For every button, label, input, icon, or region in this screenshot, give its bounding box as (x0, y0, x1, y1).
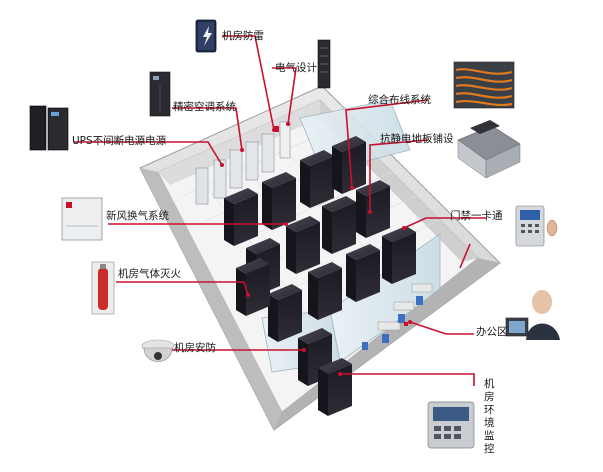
card-reader-icon (515, 205, 558, 247)
raised-floor-tile-icon (457, 120, 521, 179)
label-security: 机房安防 (174, 342, 216, 354)
electrical-cabinet (279, 121, 291, 159)
leader-line-electrical (272, 67, 297, 125)
rack-top (224, 188, 258, 204)
office-chair (362, 342, 368, 350)
label-access-control: 门禁一卡通 (450, 210, 503, 222)
precision-ac-unit-icon (149, 71, 171, 117)
rack-front (392, 232, 416, 284)
label-office: 办公区 (476, 326, 508, 338)
label-env-monitor: 机房环境监控 (484, 378, 495, 455)
rack-side (356, 190, 366, 238)
rack-side (298, 338, 308, 386)
label-lightning-protection: 机房防雷 (222, 30, 264, 42)
rack-front (246, 264, 270, 316)
rack-front (332, 202, 356, 254)
ups-cabinet-1 (213, 159, 227, 199)
rack-top (300, 150, 334, 166)
rack-top (318, 358, 352, 374)
back-wall (158, 100, 320, 185)
rack-side (300, 160, 310, 208)
gas-cylinder-icon (91, 261, 115, 315)
rack-top (286, 216, 320, 232)
office-desk (411, 283, 433, 293)
rack-front (342, 142, 366, 194)
wall-cabinets (195, 121, 291, 205)
label-gas-fire: 机房气体灭火 (118, 268, 181, 280)
label-precision-ac: 精密空调系统 (173, 101, 236, 113)
rack-side (308, 272, 318, 320)
rack-top (268, 284, 302, 300)
rack-top (346, 244, 380, 260)
lightning-module (274, 126, 279, 132)
office-chair (398, 314, 405, 323)
rack-side (318, 368, 328, 416)
ups-cabinet-2 (229, 149, 243, 189)
leader-line-cabling (345, 99, 429, 189)
leader-line-door (459, 243, 471, 269)
server-racks (224, 136, 416, 416)
rack-front (310, 156, 334, 208)
rack-top (262, 172, 296, 188)
rack-side (322, 206, 332, 254)
rack-front (356, 250, 380, 302)
rack-side (332, 146, 342, 194)
rack-front (366, 186, 390, 238)
leader-line-precision-ac (172, 107, 243, 151)
lightning-protector-icon (195, 19, 217, 53)
rack-side (268, 294, 278, 342)
office-worker-icon (505, 290, 560, 340)
rack-side (346, 254, 356, 302)
leader-line-antistatic-floor (369, 139, 429, 212)
office-furniture (362, 283, 433, 350)
rack-top (308, 262, 342, 278)
rack-side (286, 226, 296, 274)
front-left-wall (140, 168, 282, 430)
leader-line-gas-fire (116, 281, 249, 296)
label-antistatic-floor: 抗静电地板铺设 (380, 133, 454, 145)
office-desk (377, 321, 401, 331)
office-desk (393, 301, 415, 311)
leader-dots (220, 122, 412, 376)
rack-front (328, 364, 352, 416)
rack-front (278, 290, 302, 342)
rack-top (382, 226, 416, 242)
rack-top (298, 328, 332, 344)
fresh-air-cabinet (195, 167, 209, 205)
leader-line-env-monitor (340, 373, 475, 386)
label-fresh-air: 新风换气系统 (106, 210, 169, 222)
leader-line-office (409, 321, 474, 335)
rack-front (296, 222, 320, 274)
leader-line-lightning (222, 35, 275, 131)
ac-cabinet-1 (245, 141, 259, 181)
rack-side (224, 198, 234, 246)
rack-top (356, 180, 390, 196)
patch-panel-cables-icon (453, 61, 515, 109)
office-chair (382, 334, 389, 343)
rack-top (246, 238, 280, 254)
label-electrical-design: 电气设计 (275, 62, 317, 74)
label-ups: UPS不间断电源电源 (72, 135, 167, 147)
rack-side (262, 182, 272, 230)
ac-cabinet-2 (261, 133, 275, 173)
ups-tower-icon (29, 105, 69, 151)
fresh-air-unit-icon (61, 197, 103, 241)
rack-side (236, 268, 246, 316)
rack-front (272, 178, 296, 230)
leader-line-access-control (403, 217, 486, 229)
rack-top (236, 258, 270, 274)
office-marker (404, 322, 408, 326)
label-cabling: 综合布线系统 (368, 94, 431, 106)
dome-camera-icon (141, 339, 175, 362)
rack-side (382, 236, 392, 284)
rack-front (318, 268, 342, 320)
rack-front (234, 194, 258, 246)
office-chair (416, 296, 423, 305)
leader-lines (74, 35, 486, 386)
rack-top (322, 196, 356, 212)
leader-line-ups (74, 141, 223, 166)
electrical-cabinet-icon (317, 39, 331, 89)
monitor-panel-icon (427, 401, 475, 449)
